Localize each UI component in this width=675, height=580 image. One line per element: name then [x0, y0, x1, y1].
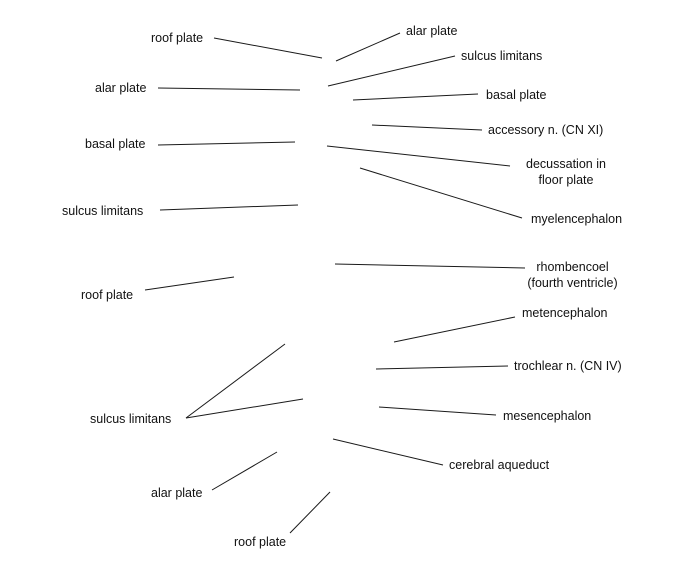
- label-roof-plate-2: roof plate: [81, 288, 134, 302]
- leader-line-alar-plate-r: [335, 32, 401, 62]
- label-rhombencoel: rhombencoel (fourth ventricle): [510, 259, 635, 291]
- leader-line-trochlear-n: [375, 365, 509, 370]
- label-basal-plate-r: basal plate: [486, 88, 547, 102]
- leader-line-roof-plate-3: [289, 491, 331, 534]
- label-sulcus-limitans-r: sulcus limitans: [461, 49, 543, 63]
- leader-line-sulcus-limitans-2a: [185, 343, 286, 419]
- leader-line-roof-plate-1: [213, 37, 323, 59]
- label-sulcus-limitans-2: sulcus limitans: [90, 412, 172, 426]
- leader-line-metencephalon: [393, 316, 516, 343]
- leader-line-alar-plate-1: [157, 87, 301, 91]
- label-decussation-line1: decussation in: [526, 157, 606, 171]
- leader-line-mesencephalon: [378, 406, 497, 416]
- leader-line-alar-plate-2: [211, 451, 278, 491]
- label-roof-plate-1: roof plate: [151, 31, 204, 45]
- label-cerebral-aqueduct: cerebral aqueduct: [449, 458, 550, 472]
- leader-line-myelencephalon: [359, 167, 523, 219]
- leader-line-sulcus-limitans-r: [327, 55, 456, 87]
- label-metencephalon: metencephalon: [522, 306, 608, 320]
- label-alar-plate-2: alar plate: [151, 486, 203, 500]
- leader-line-accessory-n: [371, 124, 483, 131]
- label-basal-plate-1: basal plate: [85, 137, 146, 151]
- leader-line-roof-plate-2: [144, 276, 235, 291]
- label-decussation: decussation in floor plate: [506, 156, 626, 188]
- leader-line-sulcus-limitans-2b: [185, 398, 304, 419]
- label-accessory-n: accessory n. (CN XI): [488, 123, 604, 137]
- label-trochlear-n: trochlear n. (CN IV): [514, 359, 622, 373]
- label-alar-plate-r: alar plate: [406, 24, 458, 38]
- leader-line-sulcus-limitans-1: [159, 204, 299, 211]
- leader-line-basal-plate-r: [352, 93, 479, 101]
- label-myelencephalon: myelencephalon: [531, 212, 623, 226]
- leader-line-decussation: [326, 145, 511, 167]
- label-sulcus-limitans-1: sulcus limitans: [62, 204, 144, 218]
- label-decussation-line2: floor plate: [538, 173, 594, 187]
- label-mesencephalon: mesencephalon: [503, 409, 592, 423]
- leader-line-cerebral-aqueduct: [332, 438, 444, 466]
- leader-line-rhombencoel: [334, 263, 526, 269]
- leader-line-basal-plate-1: [157, 141, 296, 146]
- label-alar-plate-1: alar plate: [95, 81, 147, 95]
- label-roof-plate-3: roof plate: [234, 535, 287, 549]
- label-rhombencoel-line1: rhombencoel: [536, 260, 609, 274]
- label-rhombencoel-line2: (fourth ventricle): [527, 276, 618, 290]
